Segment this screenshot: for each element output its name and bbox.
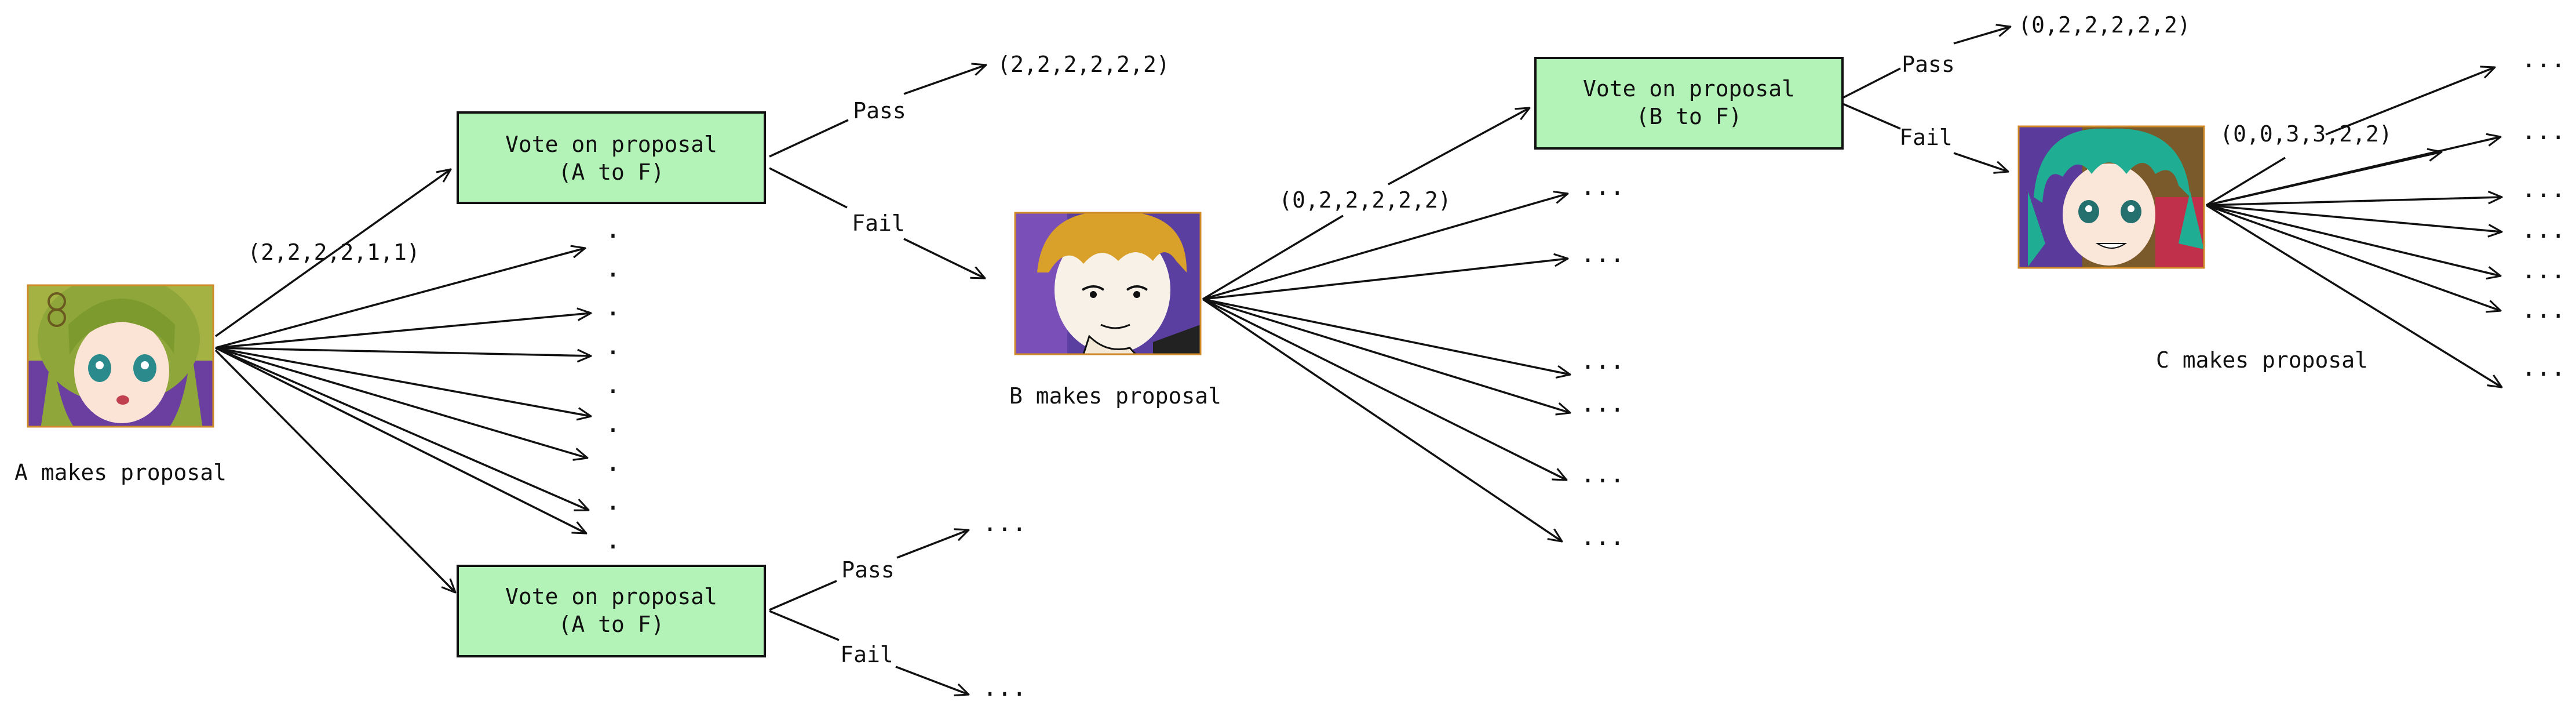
edge-b-vote-fail xyxy=(1841,102,1901,130)
pass-label: Pass xyxy=(1902,52,1955,77)
vote-box-bottom: Vote on proposal (A to F) xyxy=(457,565,766,657)
dots-column: . . . . . . . . . xyxy=(605,215,621,555)
blond-hair-boy-avatar xyxy=(1015,213,1201,354)
allocation-a-pass: (2,2,2,2,2,2) xyxy=(997,52,1169,77)
pass-label: Pass xyxy=(841,557,895,583)
edge-c-fan xyxy=(2206,204,2501,276)
edge-a-fan xyxy=(215,347,589,510)
fail-label: Fail xyxy=(1899,125,1953,150)
ellipsis: ... xyxy=(1581,460,1625,488)
edge-b-fan xyxy=(1202,298,1562,541)
edge-c-fan xyxy=(2206,204,2501,311)
avatar-frame xyxy=(27,284,214,428)
dot: . xyxy=(605,370,621,399)
edge-bottom-vote-fail xyxy=(769,610,840,641)
ellipsis: ... xyxy=(2522,117,2566,145)
edge-a-fan xyxy=(215,347,591,416)
dot: . xyxy=(605,215,621,244)
ellipsis: ... xyxy=(983,673,1027,702)
pass-label: Pass xyxy=(853,98,906,123)
edge-a-fan xyxy=(215,313,591,349)
vote-box-b: Vote on proposal (B to F) xyxy=(1534,57,1844,150)
dot: . xyxy=(605,486,621,516)
edge-b-fan xyxy=(1202,298,1570,375)
vote-box-top: Vote on proposal (A to F) xyxy=(457,111,766,204)
allocation-c-top: (0,0,3,3,2,2) xyxy=(2220,121,2392,147)
vote-box-top-line2: (A to F) xyxy=(558,159,664,185)
edge-c-fan xyxy=(2206,204,2502,232)
fail-label: Fail xyxy=(840,642,893,667)
edge-c-fan xyxy=(2206,157,2286,206)
dot: . xyxy=(605,525,621,555)
fail-label: Fail xyxy=(852,210,905,236)
edge-b-fan xyxy=(1202,298,1570,413)
dot: . xyxy=(605,292,621,322)
edge-bottom-vote-pass xyxy=(896,530,969,559)
proposer-b-label: B makes proposal xyxy=(1009,383,1221,409)
dot: . xyxy=(605,331,621,361)
vote-box-top-line1: Vote on proposal xyxy=(505,132,717,157)
ellipsis: ... xyxy=(2522,256,2566,284)
edge-a-fan xyxy=(215,347,586,533)
edge-top-vote-fail xyxy=(903,238,985,278)
allocation-b-pass: (0,2,2,2,2,2) xyxy=(2018,12,2190,38)
proposer-a-label: A makes proposal xyxy=(14,460,227,485)
vote-box-bottom-line1: Vote on proposal xyxy=(505,584,717,609)
ellipsis: ... xyxy=(2522,295,2566,324)
edge-c-fan xyxy=(2206,197,2502,206)
vote-box-b-line2: (B to F) xyxy=(1636,104,1742,129)
avatar-frame xyxy=(1014,212,1202,355)
ellipsis: ... xyxy=(1581,389,1625,417)
edge-b-vote-pass xyxy=(1953,27,2011,45)
ellipsis: ... xyxy=(2522,45,2566,73)
ellipsis: ... xyxy=(1581,239,1625,268)
edge-b-fan xyxy=(1202,259,1568,300)
dot: . xyxy=(605,409,621,438)
edge-top-vote-fail xyxy=(769,167,848,209)
ellipsis: ... xyxy=(2522,215,2566,243)
edge-a-fan xyxy=(215,248,585,349)
allocation-b-top: (0,2,2,2,2,2) xyxy=(1279,187,1451,213)
edge-a-fan xyxy=(215,347,588,458)
teal-hair-boy-avatar xyxy=(2019,126,2204,268)
ellipsis: ... xyxy=(1581,346,1625,375)
edge-c-fan xyxy=(2206,204,2502,387)
allocation-a-top: (2,2,2,2,1,1) xyxy=(247,239,419,265)
edge-bottom-vote-pass xyxy=(769,580,837,611)
vote-box-b-line1: Vote on proposal xyxy=(1583,76,1795,101)
edge-a-to-top-vote xyxy=(214,169,451,337)
edge-top-vote-pass xyxy=(769,119,849,158)
edge-a-fan xyxy=(215,347,591,356)
proposer-c-label: C makes proposal xyxy=(2156,347,2368,373)
edge-bottom-vote-fail xyxy=(895,666,969,695)
green-hair-girl-avatar xyxy=(28,285,213,427)
edge-top-vote-pass xyxy=(903,65,986,95)
ellipsis: ... xyxy=(1581,522,1625,551)
edge-b-fan xyxy=(1388,108,1530,186)
edge-b-vote-pass xyxy=(1841,67,1901,100)
edge-b-fan xyxy=(1202,215,1344,300)
edge-c-fan xyxy=(2206,137,2501,206)
ellipsis: ... xyxy=(983,508,1027,537)
edge-c-fan xyxy=(2325,67,2495,136)
dot: . xyxy=(605,253,621,283)
edge-b-fan xyxy=(1202,298,1567,480)
ellipsis: ... xyxy=(2522,353,2566,381)
ellipsis-group: ... ... ... ... ... ... ... ... ... ... … xyxy=(983,45,2566,702)
edges xyxy=(214,27,2502,695)
avatar-frame xyxy=(2017,125,2205,269)
edge-b-fan xyxy=(1202,194,1568,300)
vote-box-bottom-line2: (A to F) xyxy=(558,612,664,637)
edge-a-to-bottom-vote xyxy=(214,349,455,593)
dot: . xyxy=(605,448,621,477)
ellipsis: ... xyxy=(1581,172,1625,201)
ellipsis: ... xyxy=(2522,175,2566,203)
edge-b-vote-fail xyxy=(1953,152,2008,172)
